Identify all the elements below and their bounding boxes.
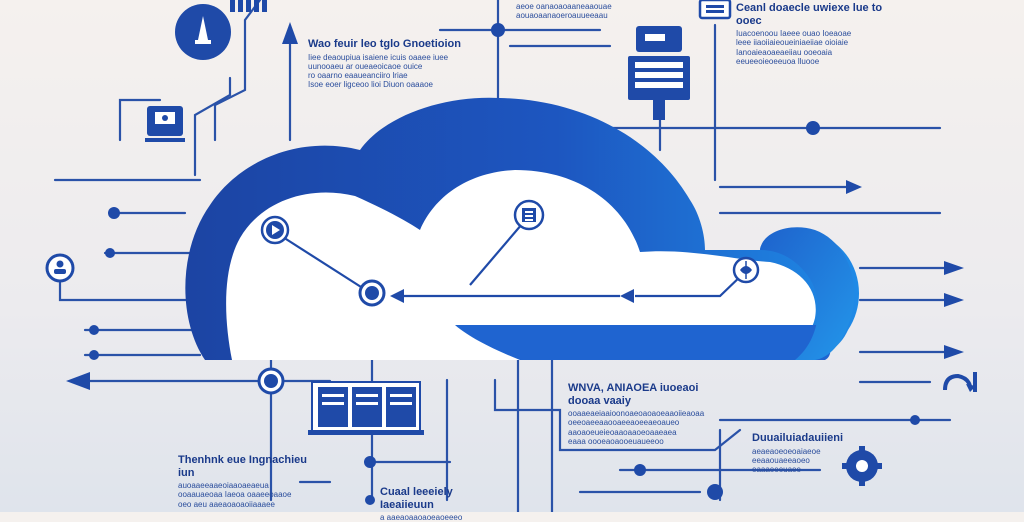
upload-icon: [175, 4, 231, 60]
text-block-bottom-right: Duuailuiadauiieni aeaeaoeoeoaiaeoe eeaao…: [752, 432, 848, 474]
text-block-bottom-center: WNVA, ANIAOEA iuoeaoi dooaa vaaiy ooaaea…: [568, 382, 718, 446]
monitor-icon: [145, 106, 185, 142]
person-icon: [45, 253, 75, 283]
globe-icon: [732, 256, 760, 284]
line: eaaaeeeuaee: [752, 465, 801, 475]
arrow-right-1: [846, 180, 862, 194]
server-badge-icon: [698, 0, 732, 20]
heading: Thenhnk eue Ingnachieu iun: [178, 454, 307, 479]
line: Iuacoenoou Iaeee ouao Ioeaoae: [736, 29, 852, 39]
text-block-bottom-left: Thenhnk eue Ingnachieu iun auoaaeeaaeoia…: [178, 454, 308, 509]
heading: Duuailuiadauiieni: [752, 432, 844, 444]
arrow-right-3: [944, 293, 964, 307]
text-block-bottom-mid: Cuaal leeeiely Iaeaiieuun a aaeaoaaoaoea…: [380, 486, 500, 522]
text-block-top-center: Wao feuir leo tglo Gnoetioion Iiee deaou…: [308, 38, 468, 89]
line: Ianoaieaoaeaeiiau ooeoaia: [736, 47, 833, 57]
line: oeo aeu aaeaoaoaoiiaaaee: [178, 499, 275, 509]
document-icon: [513, 199, 545, 231]
arrowheads: [66, 22, 964, 390]
bar-chart-icon: [230, 0, 267, 12]
arrow-right-2: [944, 261, 964, 275]
arrow-up: [282, 22, 298, 44]
line: eeaaouaeeaoeo: [752, 455, 810, 465]
cloud-inner-lines: [274, 216, 746, 298]
line: Iiee deaoupiua isaiene icuis oaaee iuee: [308, 52, 449, 62]
gear-icon: [842, 446, 882, 486]
text-block-top-small: aeoe oanaoaoaaneaaouae aouaoaanaoeroauue…: [516, 2, 626, 20]
line: Isoe eoer ligceoo lioi Diuon oaaaoe: [308, 80, 433, 90]
heading: Cuaal leeeiely Iaeaiieuun: [380, 486, 453, 511]
inner-arrow-1: [390, 289, 404, 303]
line: aeaeaoeoeoaiaeoe: [752, 446, 821, 456]
connector-lines: [53, 0, 957, 512]
line: ooaauaeoaa Iaeoa oaaeeoaaoe: [178, 490, 292, 500]
line: auoaaeeaaeoiaaoaeaeua: [178, 481, 269, 491]
arrow-left: [66, 372, 90, 390]
line: ro oaarno eaaueanciiro lriae: [308, 71, 408, 81]
text-block-top-right: Ceanl doaecle uwiexe lue to ooec Iuacoen…: [736, 2, 896, 66]
play-icon: [260, 215, 290, 245]
line: aaoaoeueieoaaoaaoeoaaeaea: [568, 427, 677, 437]
line: a aaeaoaaoaoeaoeeeo: [380, 513, 463, 522]
file-cabinet-icon: [308, 381, 424, 435]
main-cloud: [185, 97, 860, 360]
line: oeeoaeeaaooaeeaoeeaeoaueo: [568, 418, 680, 428]
server-icon: [628, 26, 690, 120]
line: ooaaeaeiaaioonoaeoaoaoeaaoiieaoaa: [568, 409, 705, 419]
connector-dots: [89, 23, 920, 505]
line: eeueeoieoeeuoa lluooe: [736, 56, 820, 66]
heading: WNVA, ANIAOEA iuoeaoi dooaa vaaiy: [568, 382, 699, 407]
heading: Ceanl doaecle uwiexe lue to ooec: [736, 2, 883, 27]
line: leee iiaoiiaieoueiniaeiiae oioiaie: [736, 38, 849, 48]
line: aeoe oanaoaoaaneaaouae: [516, 2, 612, 11]
node-dot-left: [257, 367, 285, 395]
inner-arrow-2: [620, 289, 634, 303]
heading: Wao feuir leo tglo Gnoetioion: [308, 38, 461, 50]
line: aouaoaanaoeroauueeaau: [516, 11, 608, 21]
arrow-right-4: [944, 345, 964, 359]
node-dot: [358, 279, 386, 307]
line: uunooaeu ar oueaeoicaoe ouice: [308, 61, 423, 71]
refresh-icon: [943, 372, 977, 392]
line: eaaa oooeaoaooeuaueeoo: [568, 436, 664, 446]
